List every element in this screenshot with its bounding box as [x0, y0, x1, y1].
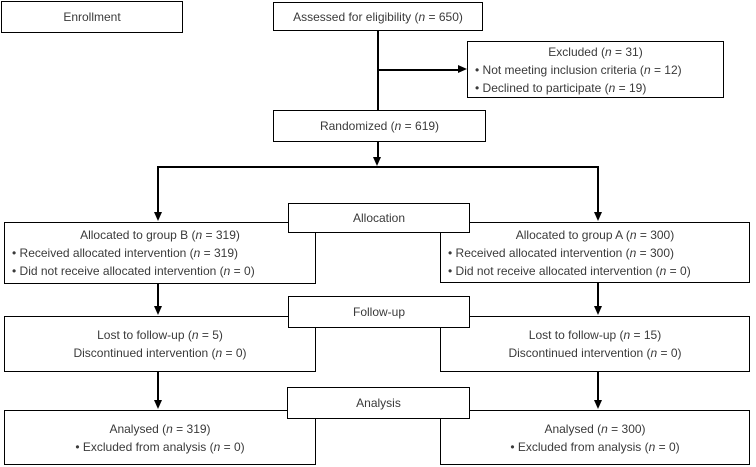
split-line [158, 166, 599, 168]
box-text-line: Randomized (n = 619) [319, 119, 440, 133]
connector-assessed-to-randomized [377, 31, 379, 110]
box-text-line: Assessed for eligibility (n = 650) [293, 9, 463, 24]
arrowhead-down-icon [154, 212, 162, 221]
analysis-group-a-box: Analysed (n = 300) • Excluded from analys… [440, 410, 750, 465]
connector-followup-to-analysis-b [157, 372, 159, 400]
allocation-stage-box: Allocation [288, 203, 470, 233]
box-text-line: Lost to follow-up (n = 15) [528, 328, 662, 342]
box-text-line: Discontinued intervention (n = 0) [508, 346, 682, 360]
analysis-stage-label: Analysis [356, 396, 401, 410]
excluded-box: Excluded (n = 31) • Not meeting inclusion… [467, 41, 724, 98]
arrowhead-down-icon [594, 212, 602, 221]
assessed-for-eligibility-box: Assessed for eligibility (n = 650) [273, 2, 483, 31]
box-text-line: Lost to follow-up (n = 5) [97, 328, 223, 342]
box-text-line: • Excluded from analysis (n = 0) [510, 439, 680, 454]
box-text-line: Discontinued intervention (n = 0) [73, 346, 247, 360]
box-text-line: Excluded (n = 31) [548, 44, 643, 59]
allocated-group-a-box: Allocated to group A (n = 300) • Received… [440, 222, 750, 283]
connector-followup-to-analysis-a [597, 372, 599, 400]
arrowhead-down-icon [594, 400, 602, 409]
box-text-line: • Received allocated intervention (n = 3… [448, 245, 675, 260]
analysis-stage-box: Analysis [287, 387, 470, 419]
connector-split-to-group-b [157, 166, 159, 212]
box-text-line: • Did not receive allocated intervention… [12, 264, 255, 278]
allocated-group-b-box: Allocated to group B (n = 319) • Received… [4, 222, 316, 284]
connector-randomized-to-split [377, 142, 379, 158]
arrowhead-down-icon [154, 400, 162, 409]
enrollment-stage-box: Enrollment [1, 1, 183, 33]
box-text-line: • Received allocated intervention (n = 3… [12, 246, 239, 260]
followup-stage-box: Follow-up [288, 296, 470, 328]
connector-to-excluded [378, 69, 460, 71]
arrowhead-right-icon [458, 65, 467, 73]
enrollment-stage-label: Enrollment [63, 10, 121, 24]
connector-alloc-to-followup-a [597, 283, 599, 306]
box-text-line: Allocated to group B (n = 319) [80, 228, 240, 242]
arrowhead-down-icon [154, 306, 162, 315]
connector-split-to-group-a [597, 166, 599, 212]
analysis-group-b-box: Analysed (n = 319) • Excluded from analys… [4, 410, 316, 465]
box-text-line: • Did not receive allocated intervention… [448, 263, 691, 278]
box-text-line: • Excluded from analysis (n = 0) [75, 439, 245, 454]
box-text-line: Allocated to group A (n = 300) [515, 227, 675, 242]
allocation-stage-label: Allocation [352, 211, 406, 225]
box-text-line: Analysed (n = 319) [109, 421, 211, 436]
box-text-line: Analysed (n = 300) [544, 421, 646, 436]
arrowhead-down-icon [594, 306, 602, 315]
box-text-line: • Declined to participate (n = 19) [475, 80, 647, 95]
randomized-box: Randomized (n = 619) [273, 110, 486, 142]
arrowhead-down-icon [373, 157, 381, 166]
followup-stage-label: Follow-up [352, 305, 406, 319]
box-text-line: • Not meeting inclusion criteria (n = 12… [475, 62, 682, 77]
followup-group-a-box: Lost to follow-up (n = 15) Discontinued i… [440, 316, 750, 372]
connector-alloc-to-followup-b [157, 284, 159, 306]
followup-group-b-box: Lost to follow-up (n = 5) Discontinued in… [4, 316, 316, 372]
